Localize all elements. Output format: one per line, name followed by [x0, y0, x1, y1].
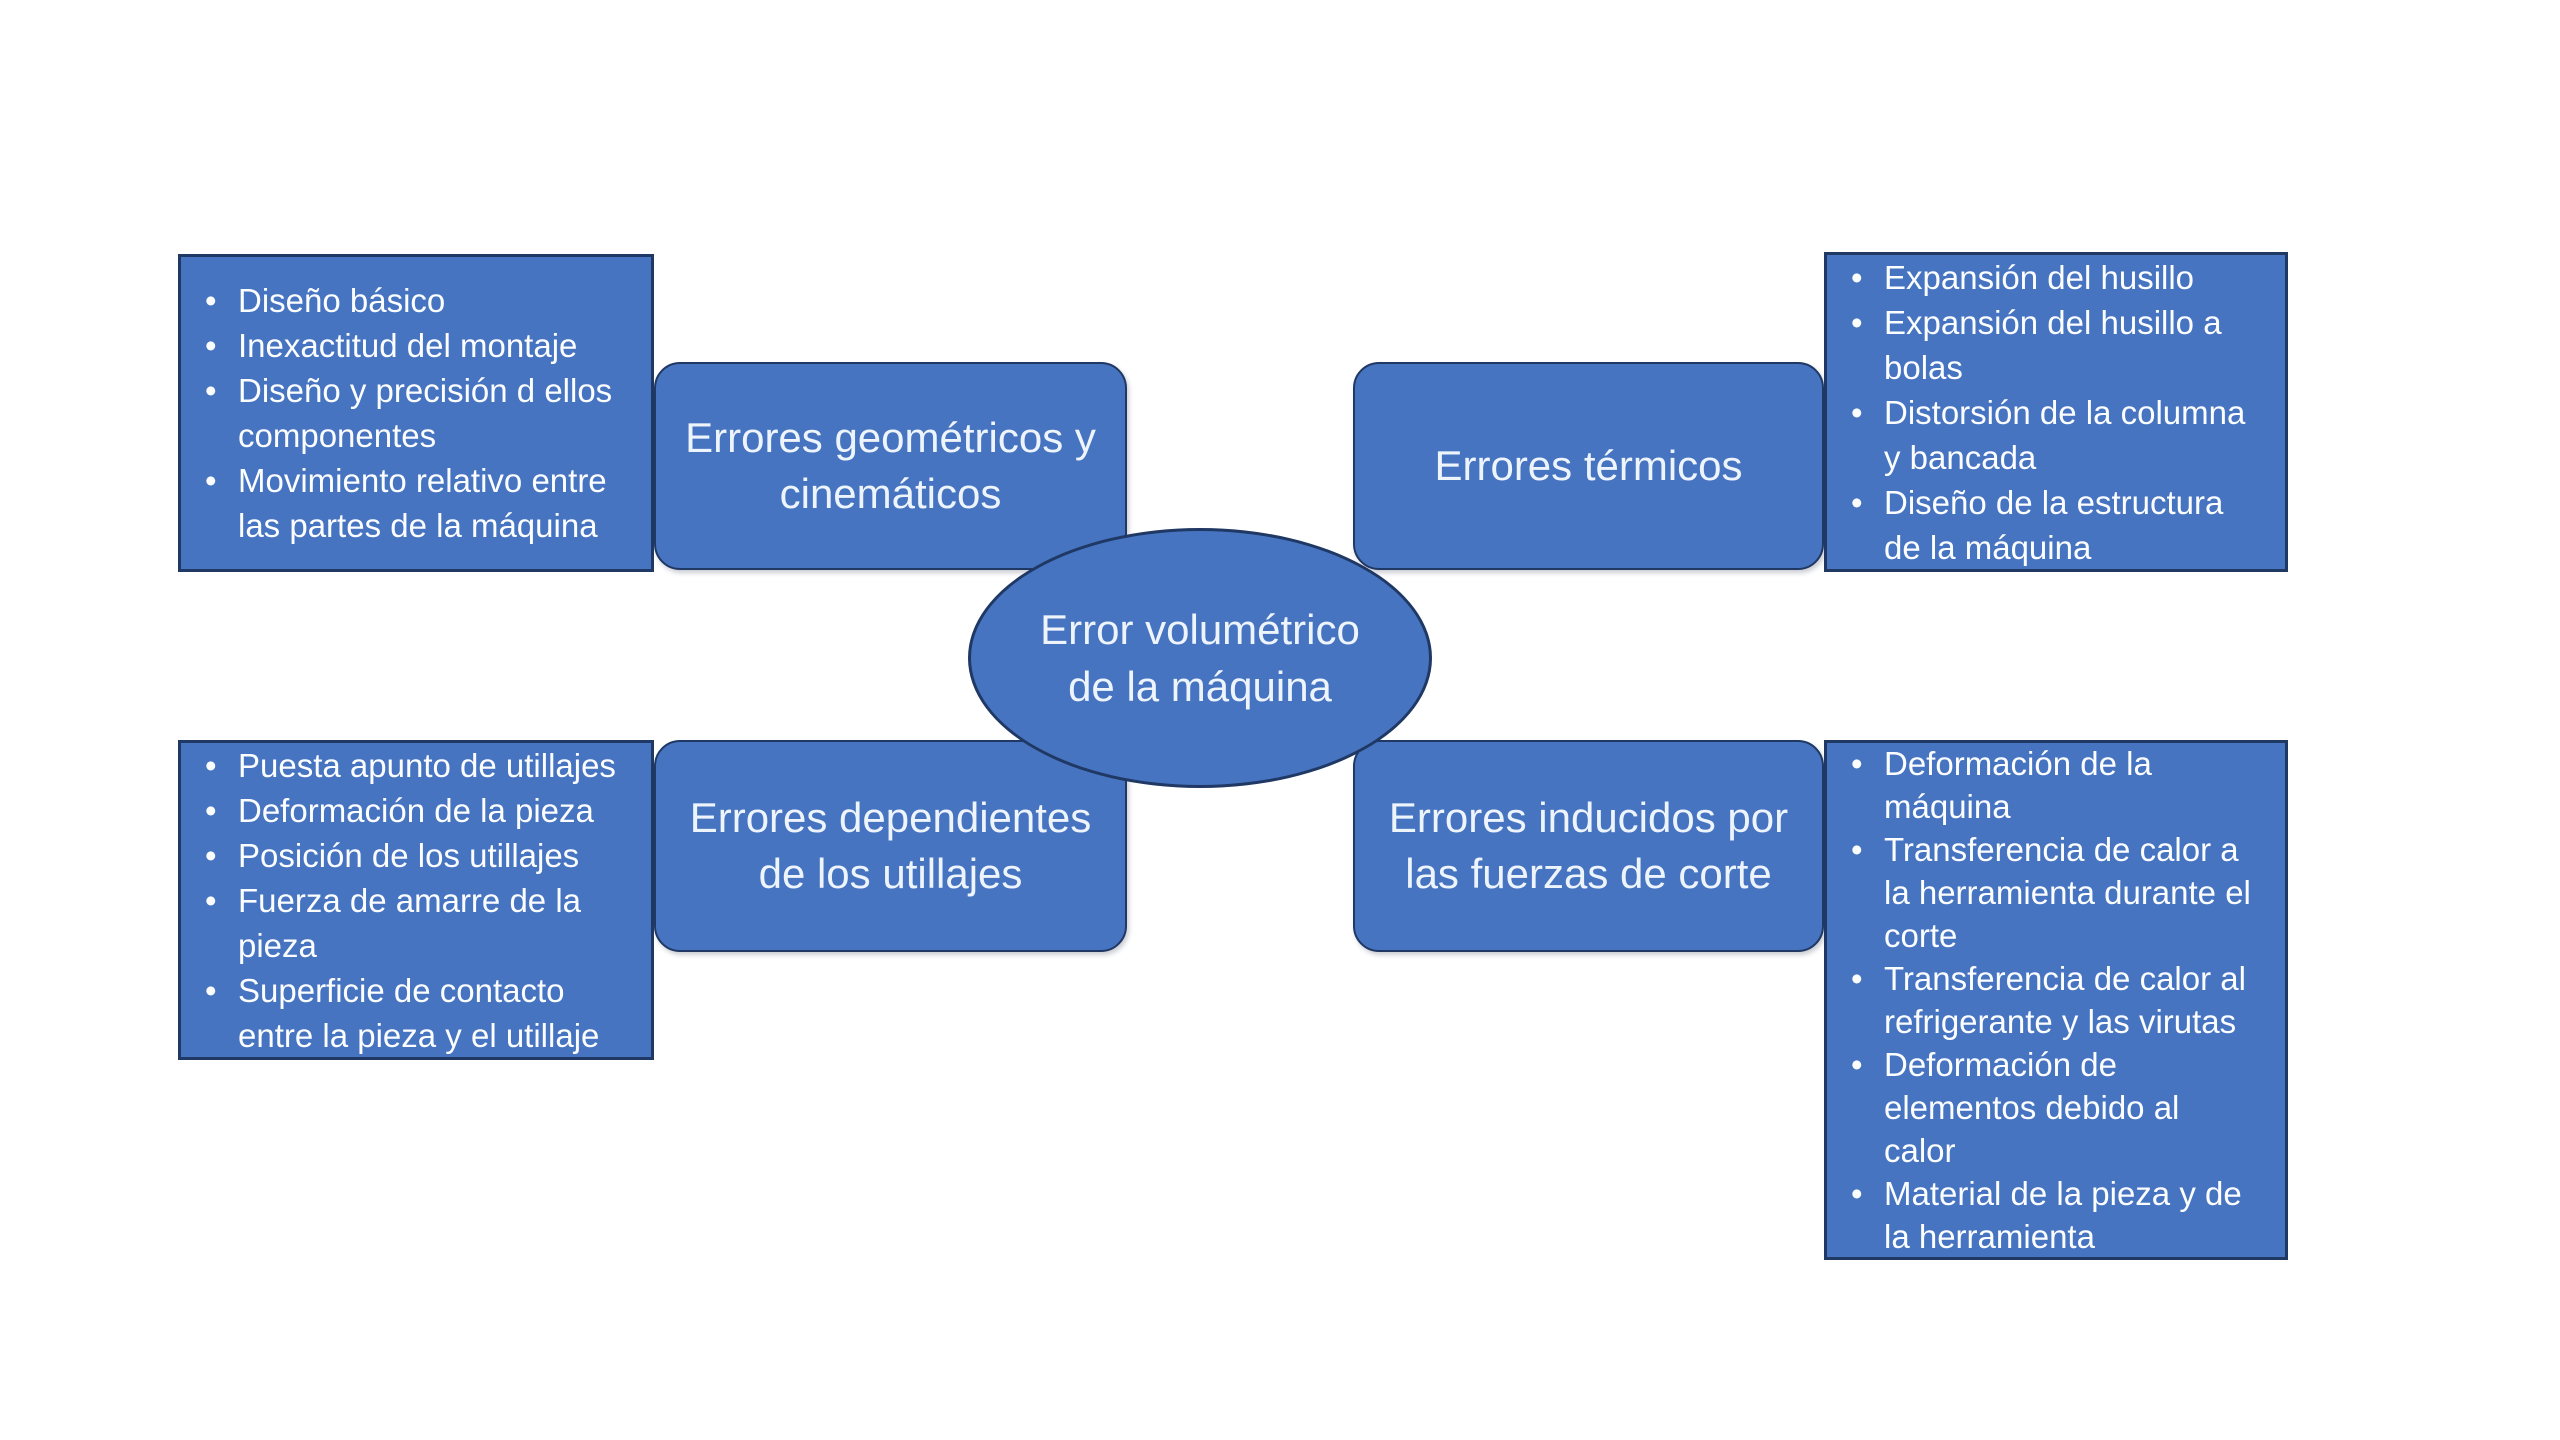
bullet-icon: • [1851, 393, 1863, 431]
list-item-text: Material de la pieza y de la herramienta [1884, 1175, 2242, 1255]
list-item-text: Deformación de la máquina [1884, 745, 2152, 825]
list-item-text: Diseño de la estructura de la máquina [1884, 483, 2224, 566]
list-item: • Diseño y precisión d ellos componentes [205, 368, 634, 458]
bullet-list: • Deformación de la máquina • Transferenci… [1827, 742, 2285, 1258]
bullet-icon: • [1851, 303, 1863, 341]
list-item-text: Inexactitud del montaje [238, 327, 578, 364]
list-item: • Puesta apunto de utillajes [205, 743, 634, 788]
bullet-icon: • [205, 462, 217, 499]
node-fixture-dependent-errors: Errores dependientes de los utillajes [654, 740, 1127, 952]
list-item: • Deformación de la pieza [205, 788, 634, 833]
list-item: • Diseño básico [205, 278, 634, 323]
list-item: • Fuerza de amarre de la pieza [205, 878, 634, 968]
list-item: • Transferencia de calor a la herramienta… [1851, 828, 2258, 957]
bullet-icon: • [1851, 258, 1863, 296]
list-item: • Deformación de la máquina [1851, 742, 2258, 828]
bullet-icon: • [205, 746, 217, 784]
list-item-text: Expansión del husillo [1884, 258, 2195, 296]
bullet-icon: • [205, 372, 217, 409]
list-item-text: Fuerza de amarre de la pieza [238, 881, 582, 964]
center-node-volumetric-error: Error volumétrico de la máquina [968, 528, 1432, 788]
list-item-text: Puesta apunto de utillajes [238, 746, 616, 784]
list-thermal-errors: • Expansión del husillo • Expansión del hu… [1824, 252, 2288, 572]
list-item: • Expansión del husillo a bolas [1851, 300, 2264, 390]
bullet-icon: • [1851, 831, 1863, 868]
node-cutting-force-errors: Errores inducidos por las fuerzas de cor… [1353, 740, 1824, 952]
list-item-text: Transferencia de calor al refrigerante y… [1884, 960, 2246, 1040]
list-item-text: Deformación de elementos debido al calor [1884, 1046, 2180, 1169]
list-item: • Material de la pieza y de la herramient… [1851, 1172, 2258, 1258]
node-label: Errores geométricos y cinemáticos [685, 414, 1096, 517]
bullet-icon: • [205, 791, 217, 829]
bullet-icon: • [205, 881, 217, 919]
list-item-text: Expansión del husillo a bolas [1884, 303, 2222, 386]
list-item-text: Superficie de contacto entre la pieza y … [238, 971, 600, 1054]
bullet-icon: • [1851, 745, 1863, 782]
list-item-text: Distorsión de la columna y bancada [1884, 393, 2246, 476]
node-label: Errores inducidos por las fuerzas de cor… [1388, 794, 1789, 897]
list-item: • Transferencia de calor al refrigerante … [1851, 957, 2258, 1043]
list-item: • Diseño de la estructura de la máquina [1851, 480, 2264, 570]
node-label: Errores dependientes de los utillajes [689, 794, 1092, 897]
bullet-icon: • [205, 282, 217, 319]
list-item: • Deformación de elementos debido al calo… [1851, 1043, 2258, 1172]
bullet-list: •Diseño básico •Inexactitud del montaje … [181, 278, 651, 548]
list-item: • Movimiento relativo entre las partes de… [205, 458, 634, 548]
list-item: • Superficie de contacto entre la pieza y… [205, 968, 634, 1058]
list-cutting-force-errors: • Deformación de la máquina • Transferenci… [1824, 740, 2288, 1260]
list-item-text: Movimiento relativo entre las partes de … [238, 462, 607, 544]
bullet-icon: • [205, 836, 217, 874]
list-item: • Inexactitud del montaje [205, 323, 634, 368]
node-label: Errores térmicos [1434, 442, 1743, 489]
bullet-icon: • [1851, 483, 1863, 521]
list-item-text: Posición de los utillajes [238, 836, 580, 874]
bullet-icon: • [1851, 1046, 1863, 1083]
bullet-icon: • [1851, 1175, 1863, 1212]
bullet-list: • Expansión del husillo • Expansión del hu… [1827, 255, 2285, 570]
list-item: • Distorsión de la columna y bancada [1851, 390, 2264, 480]
list-geometric-kinematic-errors: •Diseño básico •Inexactitud del montaje … [178, 254, 654, 572]
bullet-icon: • [205, 327, 217, 364]
center-node-label: Error volumétrico de la máquina [1040, 606, 1360, 710]
list-item-text: Transferencia de calor a la herramienta … [1884, 831, 2251, 954]
list-fixture-dependent-errors: • Puesta apunto de utillajes • Deformación… [178, 740, 654, 1060]
node-geometric-kinematic-errors: Errores geométricos y cinemáticos [654, 362, 1127, 570]
bullet-icon: • [205, 971, 217, 1009]
list-item: • Expansión del husillo [1851, 255, 2264, 300]
list-item-text: Diseño básico [238, 282, 446, 319]
list-item: • Posición de los utillajes [205, 833, 634, 878]
bullet-list: • Puesta apunto de utillajes • Deformación… [181, 743, 651, 1058]
node-thermal-errors: Errores térmicos [1353, 362, 1824, 570]
bullet-icon: • [1851, 960, 1863, 997]
list-item-text: Diseño y precisión d ellos componentes [238, 372, 613, 454]
list-item-text: Deformación de la pieza [238, 791, 594, 829]
